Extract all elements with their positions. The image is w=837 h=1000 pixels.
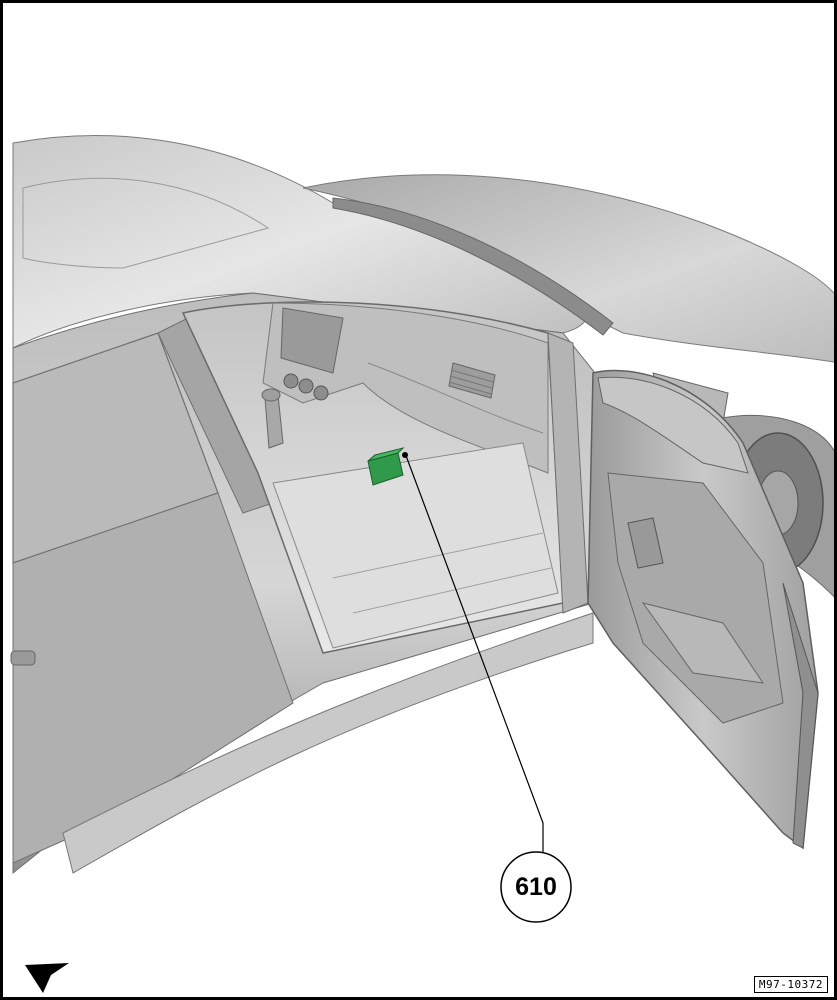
wiper-cowl [332, 197, 614, 336]
sunroof [22, 177, 270, 269]
door-inner-handle [627, 517, 664, 569]
center-display [280, 307, 344, 374]
callout-circle [500, 851, 572, 923]
leader-line-tip [402, 452, 408, 458]
car-illustration [10, 135, 834, 993]
gauge-mid [298, 378, 314, 394]
callout-leader-line [404, 452, 544, 853]
door-armrest [641, 602, 765, 684]
glovebox [367, 362, 544, 434]
gauge-left [283, 373, 299, 389]
gauge-right [313, 385, 329, 401]
rear-door-handle [10, 650, 36, 666]
floor [272, 442, 559, 649]
door-window-frame [597, 376, 749, 474]
rear-door-panel [12, 492, 294, 864]
figure-reference-code: M97-10372 [753, 976, 828, 993]
door-edge [782, 582, 819, 849]
rocker-sill [62, 612, 594, 874]
arrow-head-icon [25, 963, 69, 993]
air-vent [448, 362, 496, 399]
